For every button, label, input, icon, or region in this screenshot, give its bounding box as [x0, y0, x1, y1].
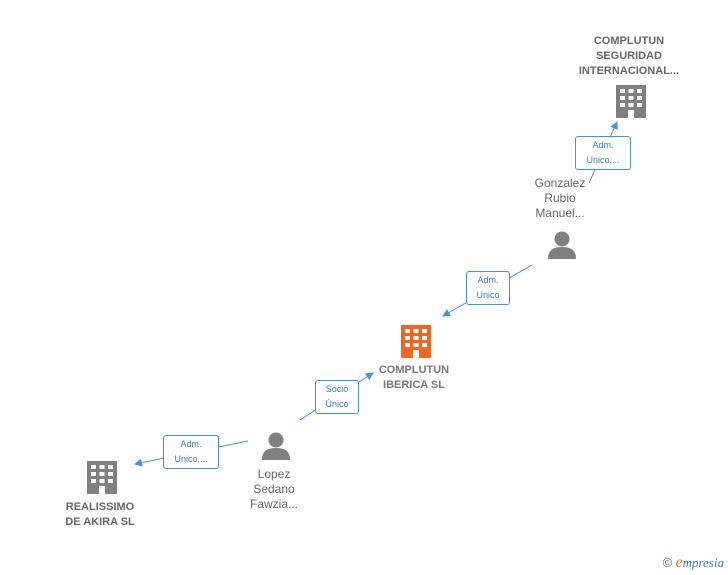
- edge-label-gonzalez-iberica: Adm. Unico: [466, 271, 510, 305]
- empresia-logo-text: mpresia: [682, 555, 724, 570]
- empresia-logo-e: e: [675, 554, 683, 571]
- node-label-gonzalez[interactable]: Gonzalez Rubio Manuel...: [534, 176, 586, 220]
- person-icon[interactable]: [262, 432, 290, 461]
- edge-label-lopez-realissimo: Adm. Unico,...: [163, 435, 219, 469]
- edge-label-gonzalez-seguridad: Adm. Unico,...: [575, 136, 631, 170]
- edge-label-lopez-iberica: Socio Único: [315, 380, 359, 414]
- empresia-watermark: © empresia: [663, 554, 724, 572]
- node-label-complutun-iberica[interactable]: COMPLUTUN IBERICA SL: [378, 364, 450, 391]
- building-icon[interactable]: [616, 85, 646, 118]
- node-label-realissimo[interactable]: REALISSIMO DE AKIRA SL: [65, 501, 135, 528]
- building-icon[interactable]: [87, 461, 117, 494]
- node-label-lopez[interactable]: Lopez Sedano Fawzia...: [249, 467, 298, 511]
- person-icon[interactable]: [548, 231, 576, 260]
- node-label-complutun-seguridad[interactable]: COMPLUTUN SEGURIDAD INTERNACIONAL...: [578, 35, 680, 77]
- building-icon[interactable]: [401, 325, 431, 358]
- copyright-icon: ©: [662, 555, 673, 570]
